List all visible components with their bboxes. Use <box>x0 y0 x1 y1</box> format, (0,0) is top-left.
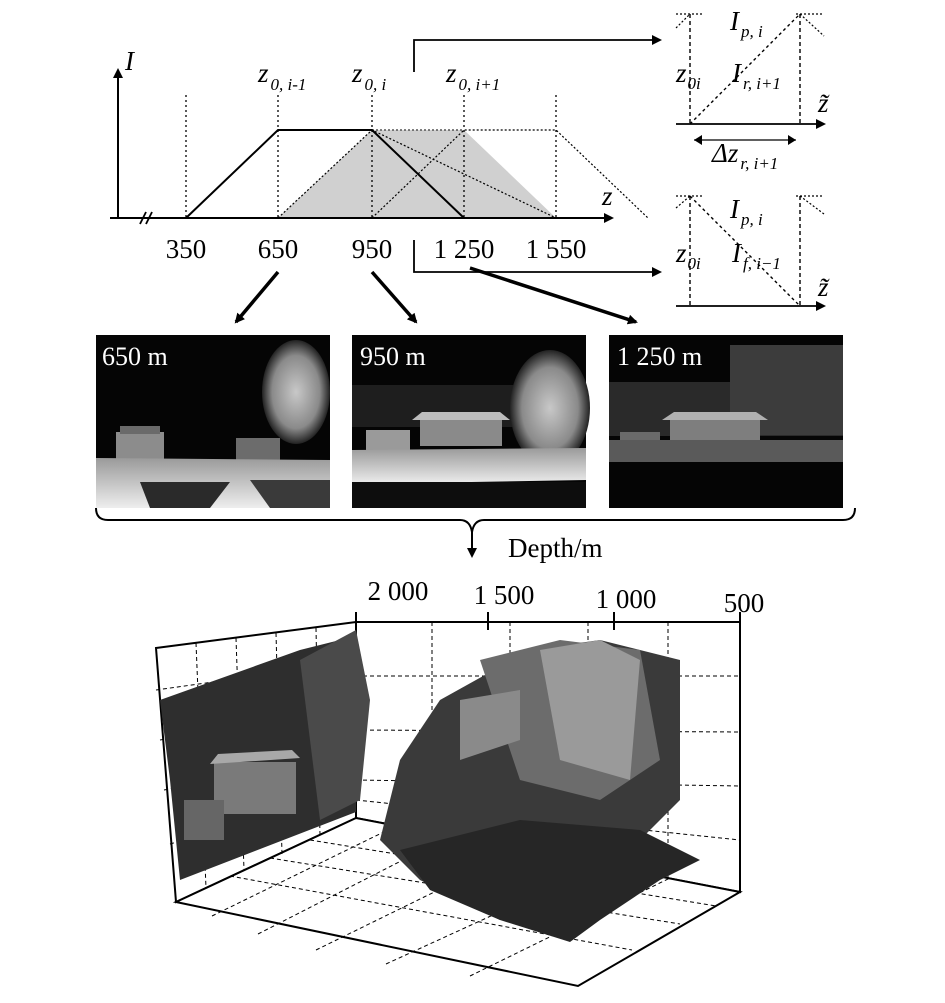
merge-bracket <box>95 507 856 533</box>
photo-arrows <box>234 266 638 325</box>
gated-image-650: 650 m <box>96 335 330 508</box>
depth-tick-label: 1 000 <box>596 584 657 614</box>
center-label: z0i <box>675 58 701 93</box>
x-axis-label: z <box>601 181 613 211</box>
y-axis-label: I <box>124 46 136 76</box>
depth-tick-label: 500 <box>724 588 765 618</box>
photo-label: 950 m <box>360 342 426 371</box>
depth-tick-label: 2 000 <box>368 576 429 606</box>
center-label: z0i <box>675 238 701 273</box>
depth-axis-title: Depth/m <box>508 533 603 563</box>
depth-tick-label: 1 500 <box>474 580 535 610</box>
connector-to-rising-inset <box>413 35 662 72</box>
gate-profile-next <box>371 129 649 219</box>
inset-axis-label: z̃ <box>817 88 830 118</box>
tick-label: 350 <box>166 234 207 264</box>
depth-tick-labels: 2 000 1 500 1 000 500 <box>368 576 765 618</box>
inset-axis-label: z̃ <box>817 272 830 302</box>
tick-label: 950 <box>352 234 393 264</box>
tick-label: 650 <box>258 234 299 264</box>
gate-profile-current <box>277 129 557 219</box>
gated-image-1250: 1 250 m <box>609 335 843 508</box>
photo-label: 650 m <box>102 342 168 371</box>
point-cloud <box>160 630 700 942</box>
gate-profile-prev <box>185 129 465 219</box>
tick-label: 1 550 <box>526 234 587 264</box>
photo-label: 1 250 m <box>617 342 702 371</box>
tick-label: 1 250 <box>434 234 495 264</box>
depth-reconstruction-3d: 2 000 1 500 1 000 500 <box>154 576 765 988</box>
connector-to-falling-inset <box>413 240 662 277</box>
x-tick-labels: 350 650 950 1 250 1 550 <box>166 234 587 264</box>
axis-break <box>139 211 153 225</box>
gridlines <box>185 95 557 218</box>
gated-image-950: 950 m <box>352 335 590 508</box>
